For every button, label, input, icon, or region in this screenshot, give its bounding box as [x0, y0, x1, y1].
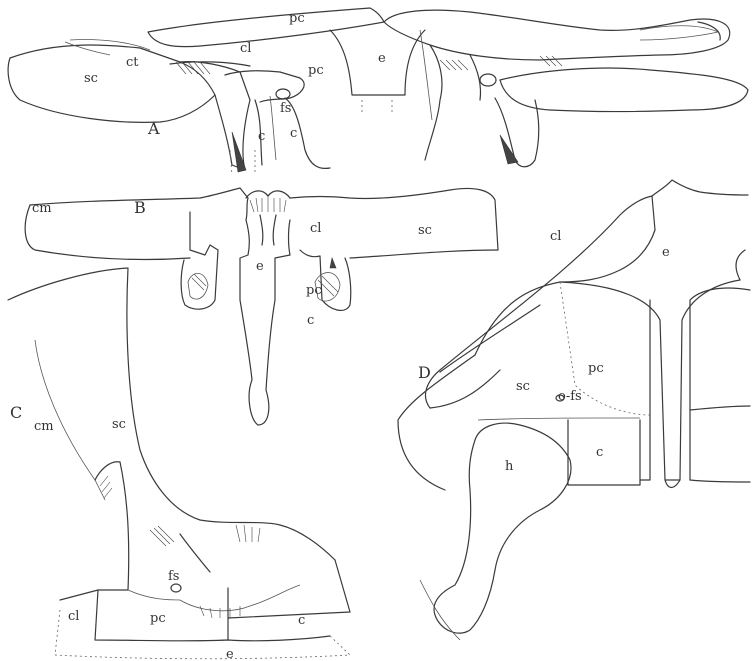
figure-d-letter: D	[418, 363, 431, 382]
label-a-fs: fs	[280, 101, 291, 116]
label-c-cl: cl	[68, 609, 79, 624]
label-c-sc: sc	[112, 417, 126, 432]
label-b-c: c	[307, 313, 314, 328]
label-d-h: h	[505, 459, 514, 474]
label-d-c: c	[596, 445, 603, 460]
label-b-pc: pc	[306, 283, 322, 298]
label-d-sc: sc	[516, 379, 530, 394]
label-a-e: e	[378, 51, 386, 66]
label-a-ct: ct	[126, 55, 139, 70]
figure-a: pc cl ct sc e pc fs c c A	[8, 8, 748, 175]
label-d-pc: pc	[588, 361, 604, 376]
label-a-c2: c	[290, 126, 297, 141]
label-b-e: e	[256, 259, 264, 274]
label-b-cm: cm	[32, 201, 52, 216]
figure-c: cm sc fs cl pc c e C	[8, 268, 350, 661]
label-b-sc: sc	[418, 223, 432, 238]
label-a-pc: pc	[308, 63, 324, 78]
label-a-sc: sc	[84, 71, 98, 86]
figure-d: cl e sc pc o-fs h c D	[398, 180, 750, 640]
label-c-cm: cm	[34, 419, 54, 434]
label-c-e: e	[226, 647, 234, 661]
label-d-cl: cl	[550, 229, 561, 244]
label-c-c: c	[298, 613, 305, 628]
label-a-c1: c	[258, 129, 265, 144]
figure-a-letter: A	[147, 119, 160, 138]
label-a-pc-top: pc	[289, 11, 305, 26]
figure-c-letter: C	[10, 403, 22, 422]
label-a-cl: cl	[240, 41, 251, 56]
label-d-e: e	[662, 245, 670, 260]
label-c-fs: fs	[168, 569, 179, 584]
label-d-fs: o-fs	[558, 389, 582, 404]
label-c-pc: pc	[150, 611, 166, 626]
figure-b-letter: B	[134, 198, 146, 217]
label-b-cl: cl	[310, 221, 321, 236]
